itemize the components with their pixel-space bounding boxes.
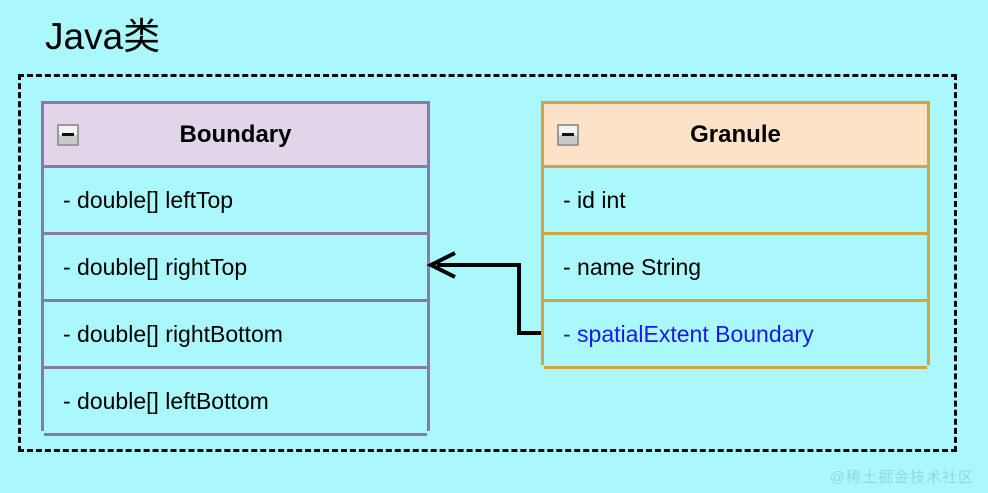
uml-class-granule[interactable]: Granule - id int - name String - spatial…	[541, 101, 930, 369]
attribute-row[interactable]: - double[] rightBottom	[44, 302, 427, 369]
minus-icon-glyph	[62, 133, 74, 136]
attribute-row-spatial-extent[interactable]: - spatialExtent Boundary	[544, 302, 927, 369]
class-header-granule[interactable]: Granule	[544, 104, 927, 168]
attribute-row[interactable]: - double[] rightTop	[44, 235, 427, 302]
attribute-row[interactable]: - double[] leftBottom	[44, 369, 427, 436]
minus-icon-glyph	[562, 133, 574, 136]
attribute-row[interactable]: - id int	[544, 168, 927, 235]
attribute-row[interactable]: - name String	[544, 235, 927, 302]
class-header-boundary[interactable]: Boundary	[44, 104, 427, 168]
attribute-row[interactable]: - double[] leftTop	[44, 168, 427, 235]
group-frame-dashed	[18, 74, 957, 452]
class-name-boundary: Boundary	[179, 120, 292, 148]
watermark: @稀土掘金技术社区	[829, 469, 974, 486]
page-title: Java类	[45, 16, 161, 57]
class-name-granule: Granule	[690, 120, 781, 148]
minus-icon[interactable]	[57, 123, 79, 146]
uml-class-boundary[interactable]: Boundary - double[] leftTop - double[] r…	[41, 101, 430, 436]
minus-icon[interactable]	[557, 123, 579, 146]
